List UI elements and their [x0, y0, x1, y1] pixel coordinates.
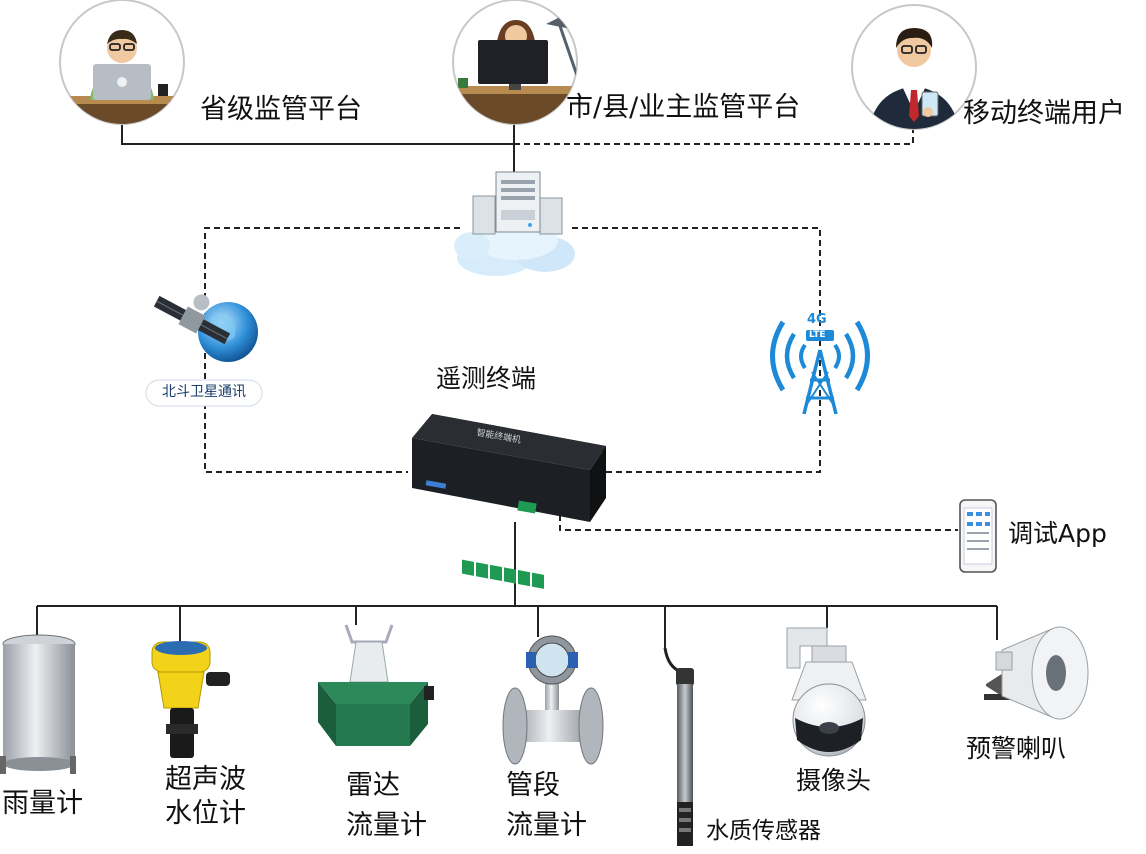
ultrasonic-label-line2: 水位计 — [165, 798, 246, 829]
mobile-user-label: 移动终端用户 — [963, 98, 1125, 129]
cell-lte-label: LTE — [809, 330, 826, 340]
cell-4g-label: 4G — [807, 312, 827, 327]
sensor-bus — [36, 522, 998, 648]
pipe-label-line2: 流量计 — [506, 810, 587, 841]
warning-horn-icon — [984, 626, 1089, 720]
rain-gauge-label: 雨量计 — [2, 788, 83, 819]
platform-links — [121, 120, 914, 176]
provincial-platform-label: 省级监管平台 — [200, 94, 362, 125]
satellite-icon — [145, 294, 263, 407]
camera-label: 摄像头 — [796, 766, 872, 795]
city-platform-label: 市/县/业主监管平台 — [566, 92, 801, 123]
ultrasonic-level-meter-icon — [151, 641, 230, 758]
provincial-user-avatar — [59, 0, 185, 125]
cell-tower-icon — [770, 320, 870, 415]
mobile-user-avatar — [851, 4, 977, 130]
water-quality-sensor-icon — [663, 647, 694, 846]
ultrasonic-label-line1: 超声波 — [165, 764, 246, 795]
debug-app-label: 调试App — [1008, 519, 1107, 548]
beidou-label: 北斗卫星通讯 — [162, 384, 246, 400]
pipe-label-line1: 管段 — [506, 770, 560, 801]
rain-gauge-icon — [0, 634, 76, 774]
horn-label: 预警喇叭 — [966, 734, 1067, 763]
pipe-flow-meter-icon — [502, 635, 604, 765]
ptz-camera-icon — [786, 627, 867, 757]
radar-flow-meter-icon — [318, 624, 434, 746]
water-quality-label: 水质传感器 — [706, 818, 821, 844]
radar-label-line2: 流量计 — [346, 810, 427, 841]
terminal-title: 遥测终端 — [436, 364, 537, 393]
radar-label-line1: 雷达 — [346, 770, 400, 801]
cloud-server-icon — [454, 171, 575, 276]
telemetry-terminal-device — [412, 414, 606, 589]
phone-app-icon — [959, 499, 997, 573]
